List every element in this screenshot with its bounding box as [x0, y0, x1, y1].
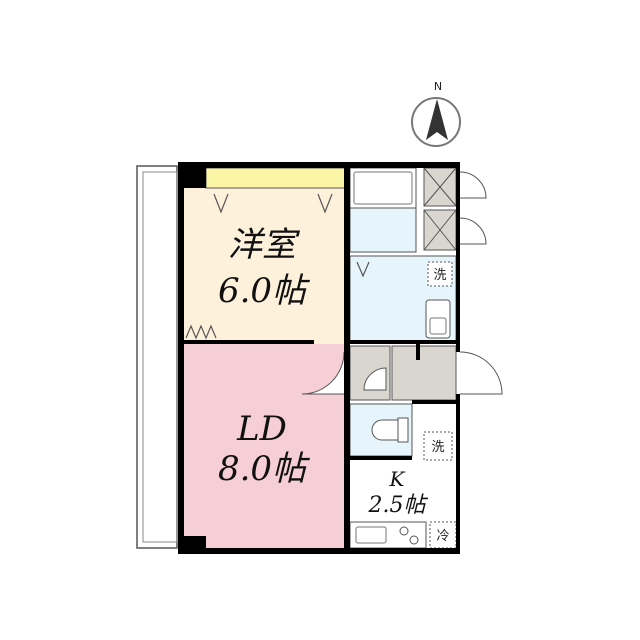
- entrance: [391, 345, 457, 401]
- ld-floor: [183, 344, 346, 548]
- washroom-door-mark: [356, 261, 370, 278]
- washer-mark-1: 洗: [433, 268, 446, 283]
- wash-basin: [425, 299, 451, 339]
- shower-area: [349, 207, 417, 253]
- toilet-tank: [397, 417, 409, 443]
- western-room-size: 6.0帖: [218, 271, 311, 311]
- shaft-door-2: [459, 217, 487, 245]
- sliding-door-marks: [185, 324, 217, 340]
- kitchen-name: K: [389, 467, 406, 491]
- toilet-bowl: [371, 419, 399, 441]
- bathtub: [353, 171, 413, 205]
- closet: [205, 167, 347, 189]
- entrance-door: [459, 351, 503, 395]
- hall-door-swing: [363, 367, 387, 391]
- washer-space-2: [423, 431, 453, 461]
- stove-burner-1: [399, 526, 409, 536]
- ld-name: LD: [236, 409, 287, 449]
- north-label: N: [434, 80, 442, 93]
- wash-basin-bowl: [429, 317, 447, 335]
- fridge-mark: 冷: [436, 529, 449, 544]
- closet-door-mark-right: [317, 193, 333, 214]
- kitchen-sink: [355, 526, 387, 544]
- ld-size: 8.0帖: [218, 449, 311, 489]
- walls: [178, 162, 460, 554]
- western-room-name: 洋室: [228, 225, 301, 265]
- stove-burner-2: [409, 535, 419, 545]
- compass-ring: [411, 97, 461, 147]
- ld-door-swing: [301, 351, 345, 395]
- north-arrow-icon: [426, 99, 448, 140]
- washer-space-1: [427, 261, 453, 287]
- washer-mark-2: 洗: [431, 440, 444, 455]
- balcony: [136, 165, 178, 549]
- closet-door-mark-left: [213, 193, 229, 214]
- kitchen-size: 2.5帖: [368, 493, 429, 518]
- compass: N: [411, 80, 461, 147]
- bathtub-area: [349, 167, 417, 209]
- shaft-door-1: [459, 171, 487, 199]
- balcony-railing: [142, 171, 178, 543]
